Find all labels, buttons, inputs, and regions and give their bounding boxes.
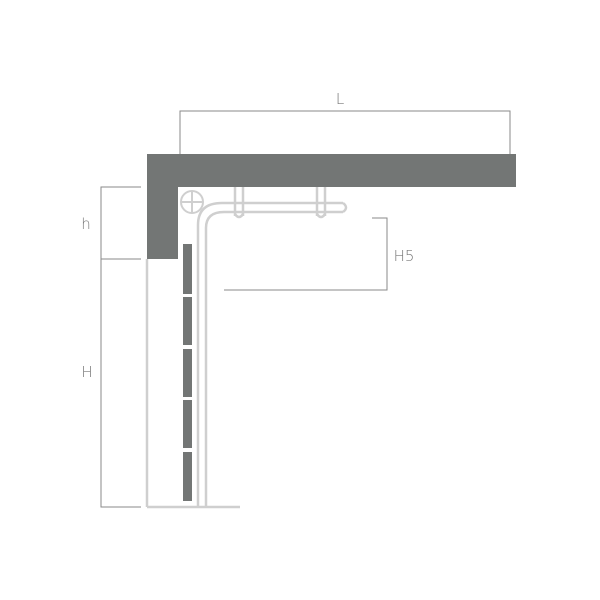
dimension-l-bracket	[179, 110, 511, 154]
dimension-h5	[224, 217, 388, 291]
header-structure	[147, 154, 516, 259]
dimension-big-h	[100, 259, 141, 508]
spring-shaft-icon	[180, 190, 204, 214]
door-panel	[183, 400, 192, 448]
label-h: h	[81, 215, 91, 233]
door-panel	[183, 452, 192, 501]
lintel-wall	[147, 154, 178, 259]
curved-track-inner	[204, 210, 343, 507]
door-panel	[183, 244, 192, 294]
dimension-h	[100, 186, 141, 260]
curved-track-outer	[196, 201, 343, 507]
hanger-left-foot	[233, 213, 245, 219]
label-l: L	[336, 90, 344, 108]
label-big-h: H	[81, 363, 92, 381]
door-panel	[183, 297, 192, 345]
dimension-h-bracket	[100, 186, 141, 260]
label-h5: H5	[394, 247, 415, 265]
door-panels	[183, 244, 192, 501]
ceiling-beam	[147, 154, 516, 187]
hanger-right-foot	[315, 213, 327, 219]
dimension-l	[179, 110, 511, 154]
guide-rails	[145, 187, 348, 509]
dimension-big-h-bracket	[100, 259, 141, 508]
track-end-cap	[342, 202, 348, 213]
door-panel	[183, 349, 192, 397]
dimension-h5-bracket	[224, 217, 388, 291]
